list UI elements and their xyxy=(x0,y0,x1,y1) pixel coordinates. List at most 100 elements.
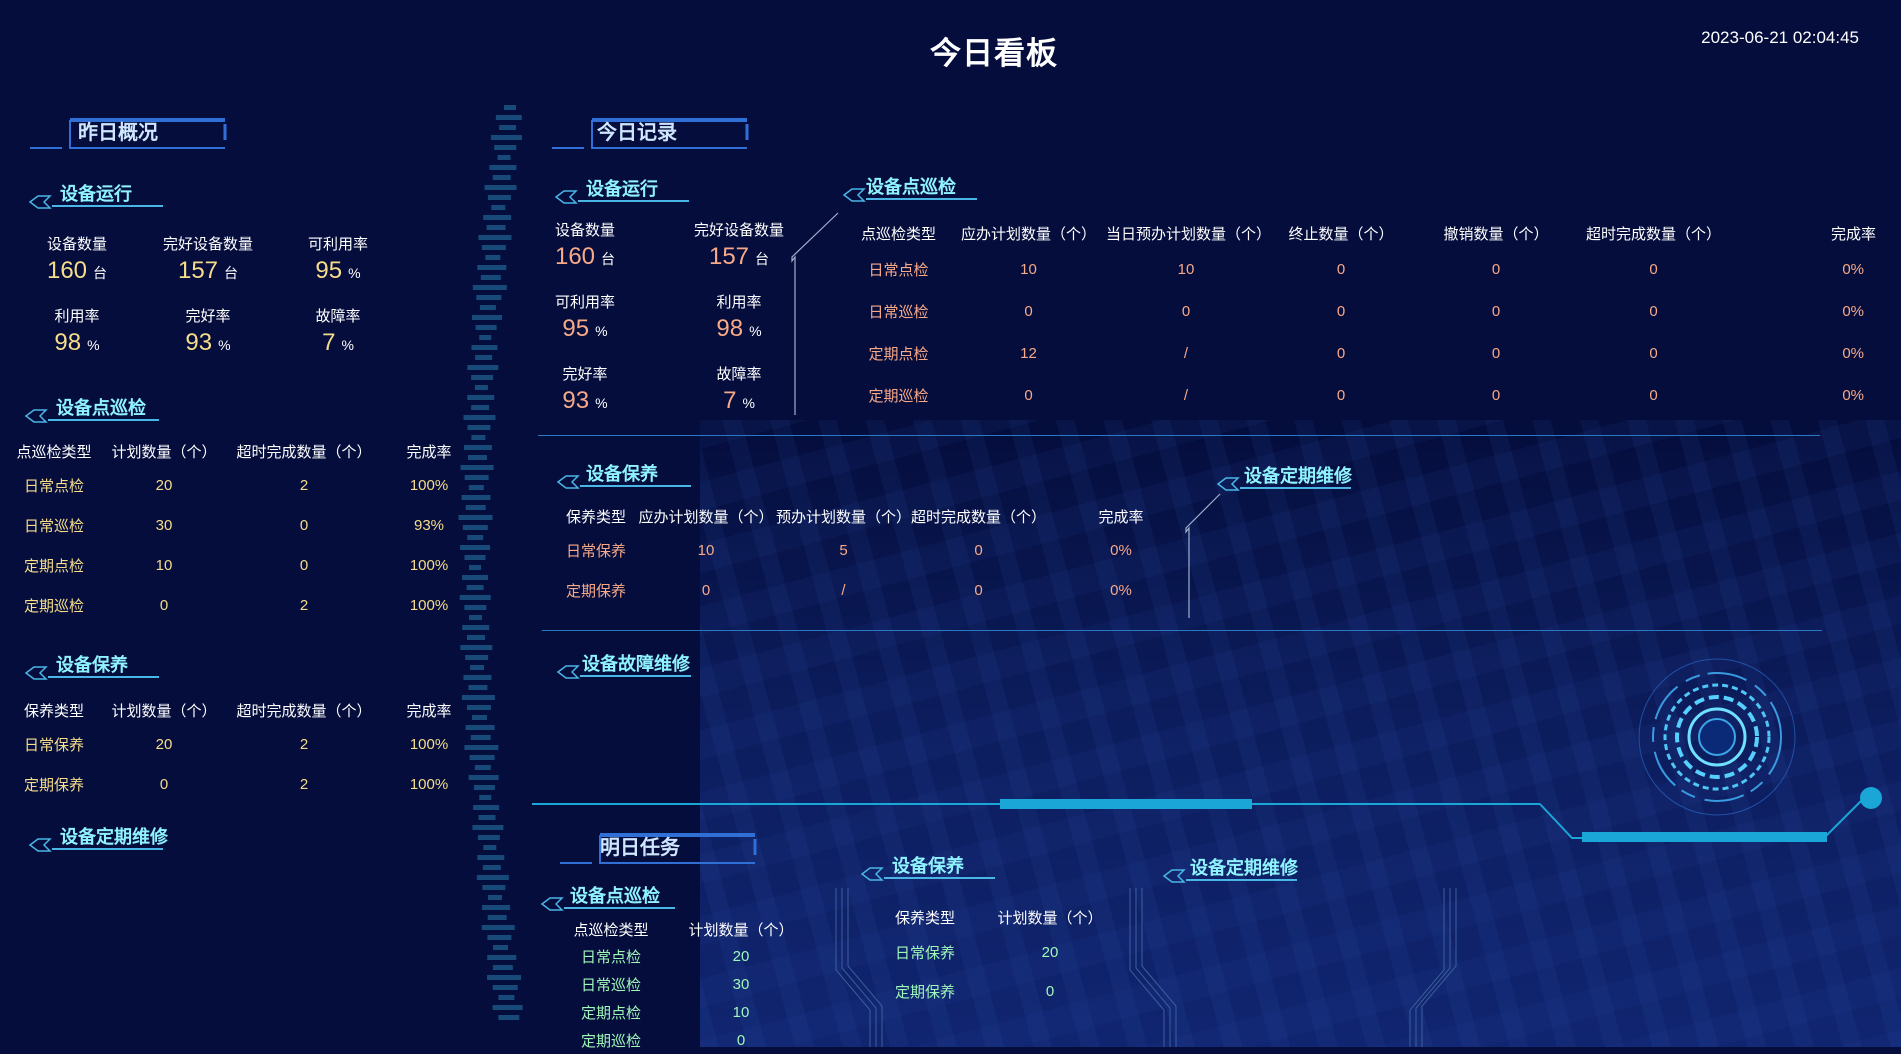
stripe-bar xyxy=(492,1005,523,1010)
stat-value: 98% xyxy=(716,315,762,342)
stripe-bar xyxy=(462,525,488,530)
section-arrow-icon xyxy=(556,475,691,489)
stripe-bar xyxy=(467,535,484,540)
stripe-bar xyxy=(471,405,490,410)
section-arrow-icon xyxy=(842,188,977,202)
stripe-bar xyxy=(499,125,517,130)
yesterday-run-header: 设备运行 xyxy=(28,180,188,220)
tomorrow-maintain-title: 设备保养 xyxy=(892,856,964,876)
stripe-bar xyxy=(471,375,494,380)
stripe-bar xyxy=(492,965,513,970)
stripe-bar xyxy=(476,875,509,880)
tech-line-decoration xyxy=(532,787,1882,842)
section-arrow-icon xyxy=(860,867,995,881)
stripe-bar xyxy=(471,315,502,320)
radar-target-icon xyxy=(1638,658,1796,816)
column-header: 当日预办计划数量（个） xyxy=(1106,225,1272,243)
stripe-bar xyxy=(469,615,483,620)
column-header: 保养类型 xyxy=(894,909,955,927)
tomorrow-inspect-title: 设备点巡检 xyxy=(570,886,660,906)
stripe-bar xyxy=(473,805,500,810)
panel-divider-line xyxy=(1185,493,1221,618)
stripe-bar xyxy=(463,445,492,450)
stat-value: 7% xyxy=(322,329,354,356)
stripe-bar xyxy=(471,345,498,350)
stat-value: 95% xyxy=(315,257,361,284)
stripe-bar xyxy=(478,235,512,240)
column-header: 保养类型 xyxy=(23,702,84,720)
stripe-bar xyxy=(487,955,517,960)
section-divider xyxy=(542,630,1822,631)
stripe-bar xyxy=(465,725,495,730)
header-tab-decoration xyxy=(560,833,757,864)
column-header: 超时完成数量（个） xyxy=(236,702,372,720)
stripe-bar xyxy=(465,505,486,510)
stripe-bar xyxy=(467,455,487,460)
decorative-stripe-column xyxy=(458,105,523,1020)
stripe-bar xyxy=(486,225,506,230)
section-arrow-icon xyxy=(28,195,163,209)
today-inspect-table: 点巡检类型 应办计划数量（个） 当日预办计划数量（个） 终止数量（个） 撤销数量… xyxy=(846,218,1876,416)
stripe-bar xyxy=(484,185,517,190)
tomorrow-inspect-header: 设备点巡检 xyxy=(540,882,700,922)
stat-label: 设备数量 xyxy=(554,222,615,239)
section-arrow-icon xyxy=(24,409,159,423)
stripe-bar xyxy=(483,845,497,850)
yesterday-maintain-header: 设备保养 xyxy=(24,651,184,691)
today-title: 今日记录 xyxy=(597,122,677,144)
stat-label: 完好率 xyxy=(562,366,608,383)
section-arrow-icon xyxy=(554,190,689,204)
stripe-bar xyxy=(471,435,486,440)
stripe-bar xyxy=(481,925,515,930)
stripe-bar xyxy=(468,685,488,690)
stripe-bar xyxy=(504,105,516,110)
column-header: 计划数量（个） xyxy=(111,443,217,461)
yesterday-inspect-header: 设备点巡检 xyxy=(24,394,184,434)
stripe-bar xyxy=(464,555,486,560)
stripe-bar xyxy=(482,905,511,910)
stripe-bar xyxy=(469,565,481,570)
panel-divider-line xyxy=(791,212,839,415)
today-fault-header: 设备故障维修 xyxy=(556,650,716,690)
stripe-bar xyxy=(460,645,493,650)
stripe-bar xyxy=(460,545,491,550)
stripe-bar xyxy=(467,425,491,430)
section-arrow-icon xyxy=(28,838,163,852)
stripe-bar xyxy=(479,305,496,310)
stat-label: 利用率 xyxy=(54,308,100,325)
today-run-header: 设备运行 xyxy=(554,175,714,215)
stripe-bar xyxy=(498,995,515,1000)
stripe-bar xyxy=(470,665,485,670)
stripe-bar xyxy=(468,775,499,780)
stat-label: 故障率 xyxy=(315,308,361,325)
stripe-bar xyxy=(487,975,522,980)
stripe-bar xyxy=(487,915,507,920)
today-repair-header: 设备定期维修 xyxy=(1216,462,1376,502)
stat-label: 利用率 xyxy=(716,294,762,311)
column-header: 撤销数量（个） xyxy=(1443,225,1549,243)
stripe-bar xyxy=(465,655,489,660)
stat-value: 7% xyxy=(723,387,755,414)
stripe-bar xyxy=(497,155,511,160)
column-header: 完成率 xyxy=(406,702,452,720)
today-header: 今日记录 xyxy=(552,100,772,150)
stripe-bar xyxy=(467,365,499,370)
stripe-bar xyxy=(464,475,489,480)
column-header: 终止数量（个） xyxy=(1288,225,1394,243)
stripe-bar xyxy=(487,195,511,200)
column-header: 应办计划数量（个） xyxy=(960,225,1096,243)
stripe-bar xyxy=(482,885,506,890)
section-arrow-icon xyxy=(1162,869,1297,883)
column-header: 点巡检类型 xyxy=(860,225,936,243)
